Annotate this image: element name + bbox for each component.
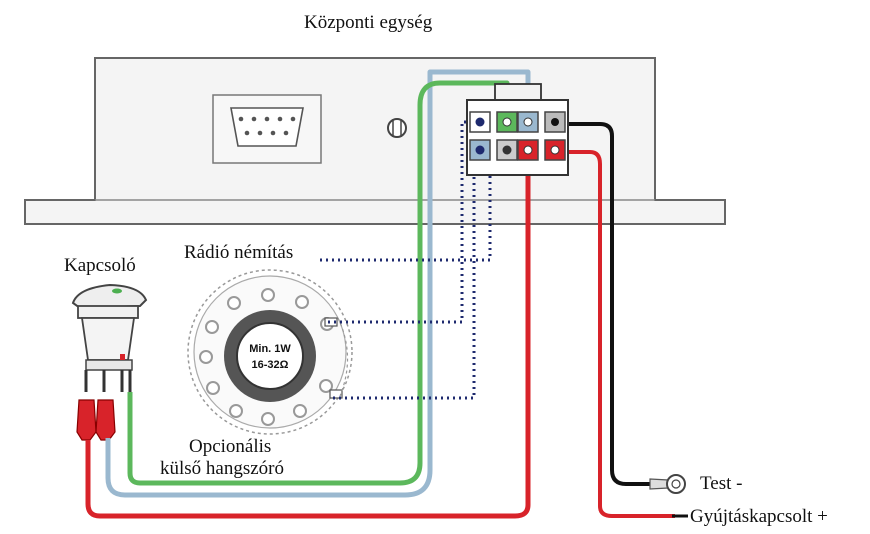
speaker-rating-line2: 16-32Ω [252,359,289,371]
ring-terminal-icon [649,474,686,494]
molex-connector-icon [466,83,569,176]
speaker-icon: Min. 1W 16-32Ω [187,269,353,435]
central-unit-label: Központi egység [304,12,433,33]
green-wire [127,80,510,486]
blue-wire [105,69,531,498]
ground-label: Test - [700,473,743,494]
speaker-label-line2: külső hangszóró [160,458,285,479]
red-ignition-wire [560,150,675,518]
ignition-label: Gyújtáskapcsolt + [690,506,828,527]
speaker-rating-line1: Min. 1W [249,343,291,355]
red-wire-switch [85,150,531,519]
central-unit-housing [24,57,726,225]
dotted-mute-wire [320,150,492,262]
dotted-speaker-wire-2 [333,150,476,400]
switch-label: Kapcsoló [64,255,136,276]
radio-mute-label: Rádió némítás [184,242,294,263]
black-ground-wire [560,122,672,486]
speaker-label-line1: Opcionális [189,436,272,457]
rocker-switch-icon [71,283,148,441]
db9-connector-icon [212,94,322,164]
grommet-icon [387,118,407,138]
wires [85,69,675,519]
